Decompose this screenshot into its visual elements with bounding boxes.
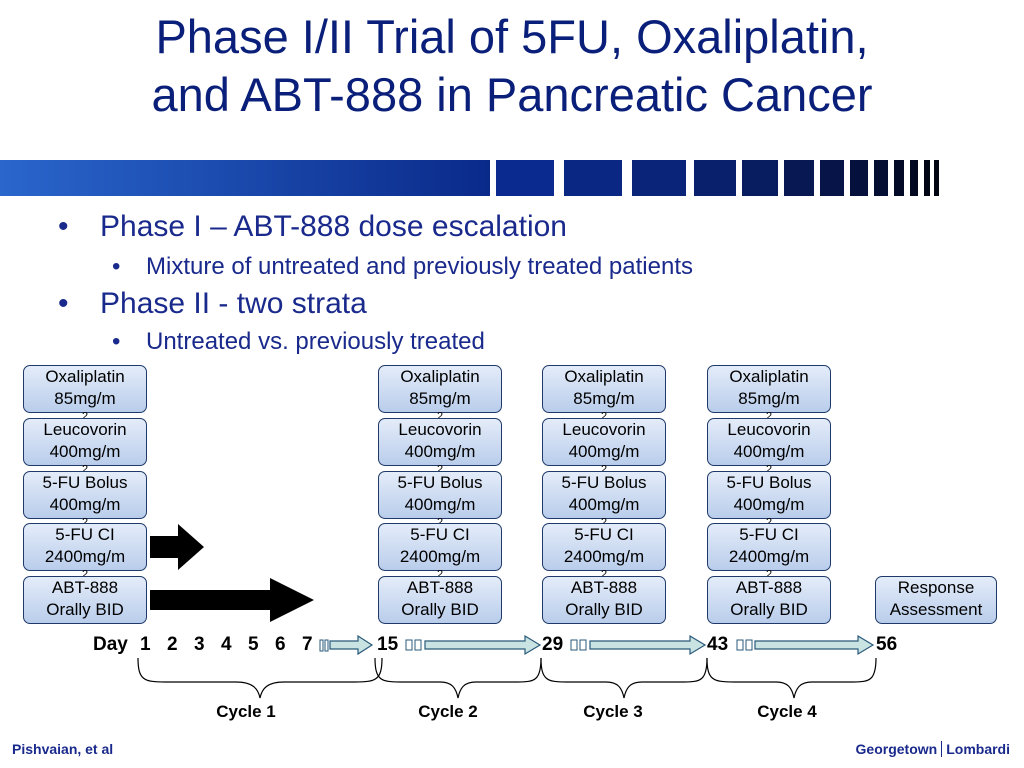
day-number: 56 — [876, 634, 898, 655]
day-number: 7 — [302, 634, 313, 655]
band-block — [694, 160, 736, 196]
gap-marker — [414, 639, 422, 651]
day-number: 1 — [140, 634, 151, 655]
day-label: Day — [93, 634, 128, 655]
cycle-2-brace — [374, 657, 542, 699]
cycle-1-brace — [137, 657, 383, 699]
timeline-arrow — [329, 634, 374, 656]
band-block — [742, 160, 778, 196]
footer-divider — [941, 741, 943, 757]
day-number: 6 — [275, 634, 286, 655]
band-block — [784, 160, 814, 196]
gap-marker — [736, 639, 744, 651]
timeline-arrow — [424, 634, 542, 656]
cycle-label: Cycle 4 — [757, 702, 817, 721]
title-line-2: and ABT-888 in Pancreatic Cancer — [151, 68, 873, 121]
gap-marker — [405, 639, 413, 651]
abt-888-continuation-arrow — [150, 578, 314, 622]
day-number: 43 — [707, 634, 729, 655]
gap-marker — [579, 639, 587, 651]
day-number: 3 — [194, 634, 205, 655]
footer-institution-b: Lombardi — [946, 741, 1010, 757]
band-block — [820, 160, 844, 196]
footer-institution-a: Georgetown — [855, 741, 938, 757]
day-number: 5 — [248, 634, 259, 655]
band-block — [564, 160, 622, 196]
day-number: 15 — [377, 634, 399, 655]
gap-marker — [745, 639, 753, 651]
band-block — [632, 160, 686, 196]
day-number: 4 — [221, 634, 232, 655]
cycle-label: Cycle 3 — [583, 702, 643, 721]
bullet-text: Phase I – ABT-888 dose escalation — [100, 210, 567, 243]
fu-ci-continuation-arrow — [150, 524, 204, 570]
gap-marker — [319, 639, 324, 652]
band-block — [910, 160, 918, 196]
day-number: 29 — [542, 634, 564, 655]
footer-institution: Georgetown Lombardi — [856, 741, 1010, 757]
cycle-4-brace — [706, 657, 877, 699]
band-block — [894, 160, 904, 196]
timeline-arrow — [754, 634, 875, 656]
band-block — [934, 160, 939, 196]
band-block — [924, 160, 930, 196]
bullet-text: Mixture of untreated and previously trea… — [146, 253, 693, 280]
timeline-arrow — [589, 634, 707, 656]
gap-marker — [324, 639, 329, 652]
bullet-text: Phase II - two strata — [100, 287, 367, 320]
band-block — [496, 160, 554, 196]
cycle-3-brace — [540, 657, 708, 699]
cycle-label: Cycle 2 — [418, 702, 478, 721]
band-block — [874, 160, 888, 196]
gap-marker — [570, 639, 578, 651]
slide-title: Phase I/II Trial of 5FU, Oxaliplatin, an… — [0, 8, 1024, 124]
cycle-label: Cycle 1 — [216, 702, 276, 721]
decorative-band — [0, 160, 490, 196]
day-number: 2 — [167, 634, 178, 655]
title-line-1: Phase I/II Trial of 5FU, Oxaliplatin, — [155, 10, 869, 63]
bullet-text: Untreated vs. previously treated — [146, 328, 485, 355]
band-block — [850, 160, 868, 196]
footer-citation: Pishvaian, et al — [12, 741, 114, 757]
